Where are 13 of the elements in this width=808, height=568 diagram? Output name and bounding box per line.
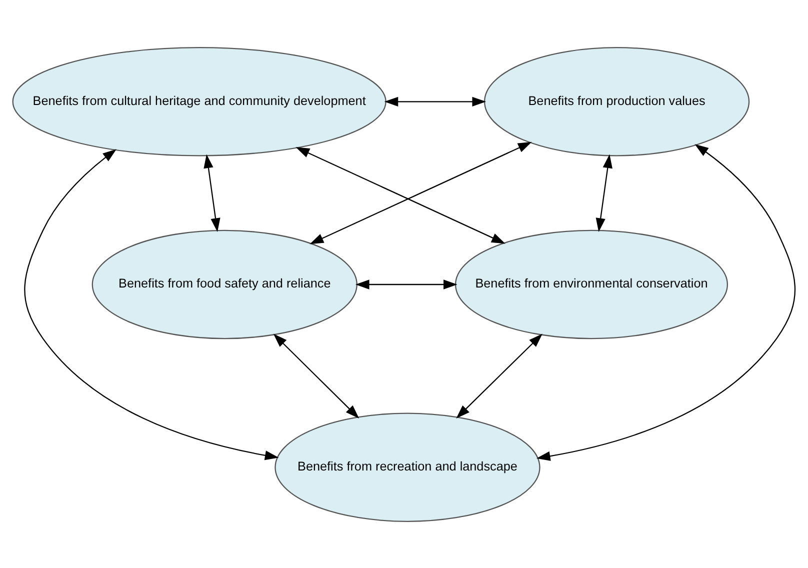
arrow bbox=[355, 279, 458, 289]
arrow bbox=[273, 333, 360, 418]
arrow bbox=[596, 154, 612, 232]
arrow bbox=[536, 144, 796, 460]
arrow bbox=[204, 154, 220, 232]
node-ellipse: Benefits from environmental conservation bbox=[454, 229, 728, 339]
node-ellipse: Benefits from recreation and landscape bbox=[274, 412, 540, 522]
node-ellipse: Benefits from food safety and reliance bbox=[92, 229, 358, 339]
arrow bbox=[384, 96, 486, 106]
arrow bbox=[456, 333, 542, 418]
arrow bbox=[24, 148, 279, 460]
arrow bbox=[310, 141, 532, 244]
arrow bbox=[296, 146, 506, 244]
